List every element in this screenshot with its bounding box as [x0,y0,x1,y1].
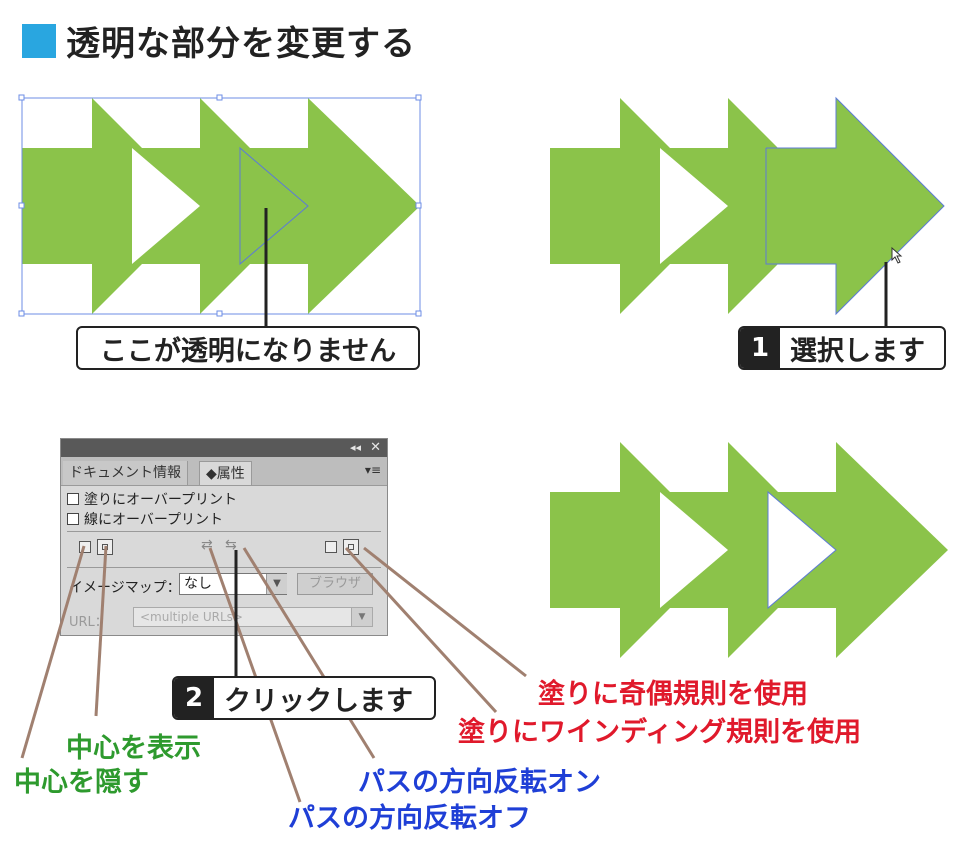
step2-callout: 2 クリックします [172,676,436,720]
panel-titlebar: ◂◂ ✕ [61,439,387,457]
step2-number: 2 [174,678,214,718]
url-label: URL： [69,615,108,630]
tab-document-info[interactable]: ドキュメント情報 [63,461,188,485]
reverse-path-on-icon[interactable]: ⇆ [225,537,237,553]
transparent-note-text: ここが透明になりません [99,335,397,367]
overprint-fill-checkbox[interactable] [67,493,79,505]
inner-triangle-1 [132,148,200,264]
step2-text: クリックします [224,685,413,717]
arrow-shape-3 [238,98,420,314]
tab-attributes[interactable]: ◆属性 [199,461,252,485]
url-input[interactable]: <multiple URLs> [133,607,373,627]
arrow-shape-1 [22,98,200,314]
browse-button[interactable]: ブラウザ [297,573,373,595]
panel-menu-icon[interactable]: ▾≡ [364,463,381,477]
even-odd-rule-label: 塗りに奇偶規則を使用 [538,679,808,710]
overprint-stroke-label: 線にオーバープリント [84,512,224,528]
overprint-stroke-checkbox[interactable] [67,513,79,525]
panel-tabbar: ドキュメント情報 ◆属性 ▾≡ [61,457,387,486]
cursor-icon [891,246,903,264]
nonzero-winding-rule-label: 塗りにワインディング規則を使用 [458,717,862,748]
step1-callout: 1 選択します [738,326,946,370]
arrows-result-diagram [550,442,948,658]
show-center-label: 中心を表示 [66,733,201,764]
step1-text: 選択します [790,335,925,367]
arrow-shape-2 [130,98,308,314]
close-icon[interactable]: ✕ [370,440,381,455]
step1-number: 1 [740,328,780,368]
reverse-path-off-icon[interactable]: ⇄ [201,537,213,553]
image-map-select[interactable]: なし [179,573,287,595]
attributes-panel: ◂◂ ✕ ドキュメント情報 ◆属性 ▾≡ 塗りにオーバープリント 線にオーバープ… [60,438,388,636]
arrows-path-diagram [550,96,945,332]
page-title: 透明な部分を変更する [66,24,416,64]
nonzero-winding-button[interactable] [325,541,337,553]
chevron-down-icon[interactable]: ▼ [351,608,372,626]
image-map-label: イメージマップ： [69,580,181,596]
overprint-fill-row: 塗りにオーバープリント [67,489,237,509]
reverse-path-off-label: パスの方向反転オフ [288,803,531,834]
inner-triangle-2 [239,146,309,266]
collapse-icon[interactable]: ◂◂ [349,441,361,454]
panel-divider [67,531,381,532]
overprint-fill-label: 塗りにオーバープリント [84,492,238,508]
overprint-stroke-row: 線にオーバープリント [67,509,223,529]
arrows-selected-diagram [18,94,422,328]
reverse-path-on-label: パスの方向反転オン [358,767,601,798]
title-square-icon [22,24,56,58]
hide-center-label: 中心を隠す [14,767,149,798]
panel-divider [67,567,381,568]
transparent-note-callout: ここが透明になりません [76,326,420,370]
